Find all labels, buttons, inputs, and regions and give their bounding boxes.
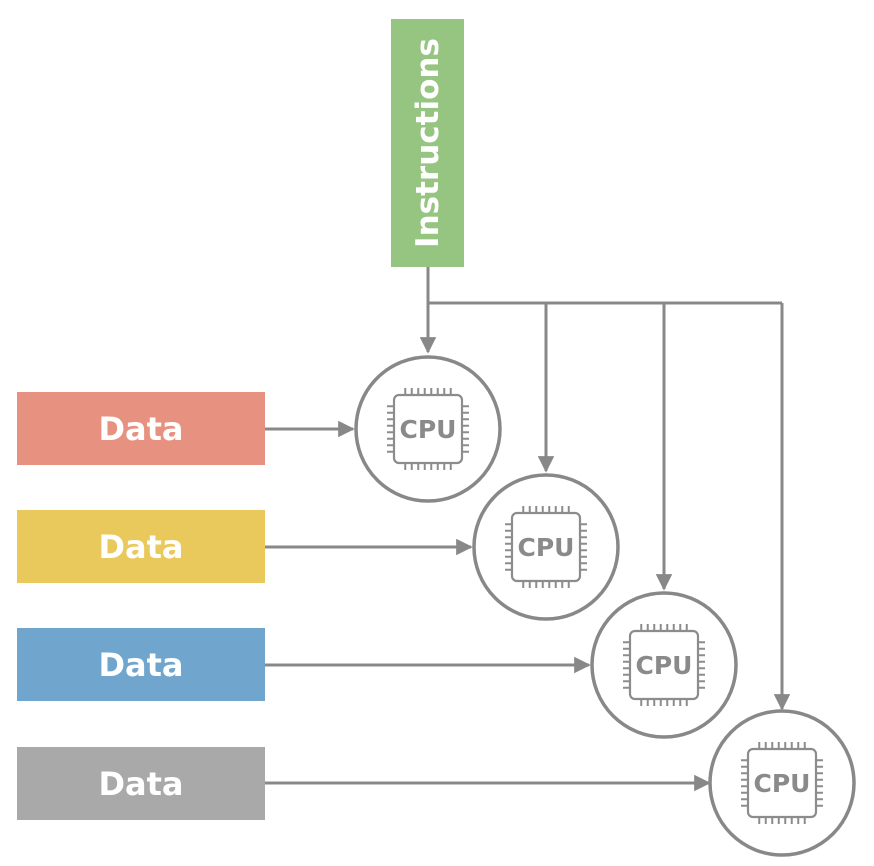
instructions-label: Instructions [409, 38, 446, 248]
cpu-chip-icon [505, 506, 587, 588]
cpu-circle-3 [590, 591, 738, 739]
instructions-box: Instructions [391, 19, 464, 267]
data-box-3: Data [17, 628, 265, 701]
cpu-node-1: CPU [354, 355, 502, 503]
cpu-node-3: CPU [590, 591, 738, 739]
data-label-4: Data [98, 764, 184, 803]
cpu-circle-1 [354, 355, 502, 503]
data-box-4: Data [17, 747, 265, 820]
cpu-node-4: CPU [708, 709, 856, 857]
cpu-label-3: CPU [636, 651, 693, 680]
cpu-chip-icon [623, 624, 705, 706]
data-box-2: Data [17, 510, 265, 583]
data-label-2: Data [98, 527, 184, 566]
cpu-circle-2 [472, 473, 620, 621]
data-label-1: Data [98, 409, 184, 448]
cpu-chip-icon [741, 742, 823, 824]
cpu-chip-icon [387, 388, 469, 470]
cpu-node-2: CPU [472, 473, 620, 621]
cpu-circle-4 [708, 709, 856, 857]
data-label-3: Data [98, 645, 184, 684]
data-box-1: Data [17, 392, 265, 465]
cpu-label-4: CPU [754, 769, 811, 798]
cpu-label-2: CPU [518, 533, 575, 562]
cpu-label-1: CPU [400, 415, 457, 444]
